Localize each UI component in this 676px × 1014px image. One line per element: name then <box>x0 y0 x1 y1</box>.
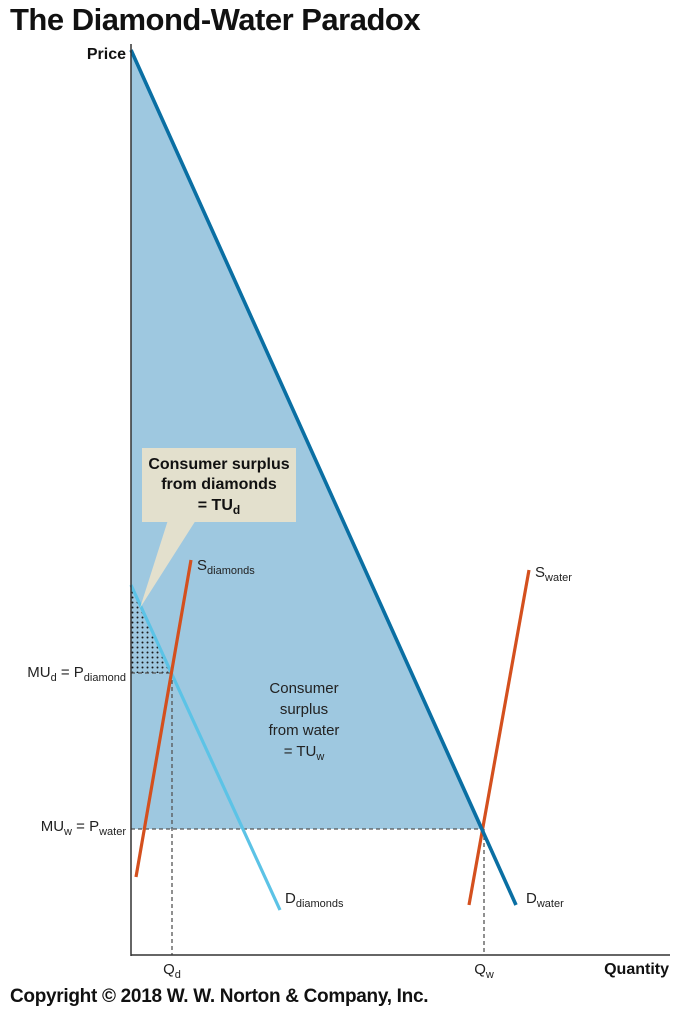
water-surplus-line-2: surplus <box>280 701 328 718</box>
diamond-surplus-callout: Consumer surplus from diamonds = TUd <box>140 448 296 608</box>
callout-line-1: Consumer surplus <box>148 456 289 473</box>
copyright-notice: Copyright © 2018 W. W. Norton & Company,… <box>10 986 429 1007</box>
sdiamonds-label: Sdiamonds <box>197 557 255 577</box>
swater-label: Swater <box>535 564 572 584</box>
water-surplus-annotation: Consumer surplus from water = TUw <box>269 680 340 763</box>
qw-label: Qw <box>474 961 494 981</box>
ddiamonds-label: Ddiamonds <box>285 890 344 910</box>
chart-title: The Diamond-Water Paradox <box>10 2 421 37</box>
water-surplus-line-4: = TUw <box>284 743 325 763</box>
callout-pointer <box>140 520 196 608</box>
dwater-label: Dwater <box>526 890 564 910</box>
diamond-supply-line <box>134 559 193 878</box>
callout-line-2: from diamonds <box>161 476 277 493</box>
callout-line-3: = TUd <box>198 497 240 517</box>
callout-box <box>142 448 296 522</box>
water-supply-line <box>467 569 531 906</box>
diamond-demand-line <box>129 584 282 911</box>
water-surplus-line-1: Consumer <box>269 680 338 697</box>
muw-pwater-label: MUw = Pwater <box>41 818 127 838</box>
qd-label: Qd <box>163 961 181 981</box>
water-demand-line <box>129 49 518 906</box>
water-surplus-line-3: from water <box>269 722 340 739</box>
x-axis-label: Quantity <box>604 961 669 978</box>
y-axis-label: Price <box>87 46 126 63</box>
mud-pdiamond-label: MUd = Pdiamond <box>27 664 126 684</box>
